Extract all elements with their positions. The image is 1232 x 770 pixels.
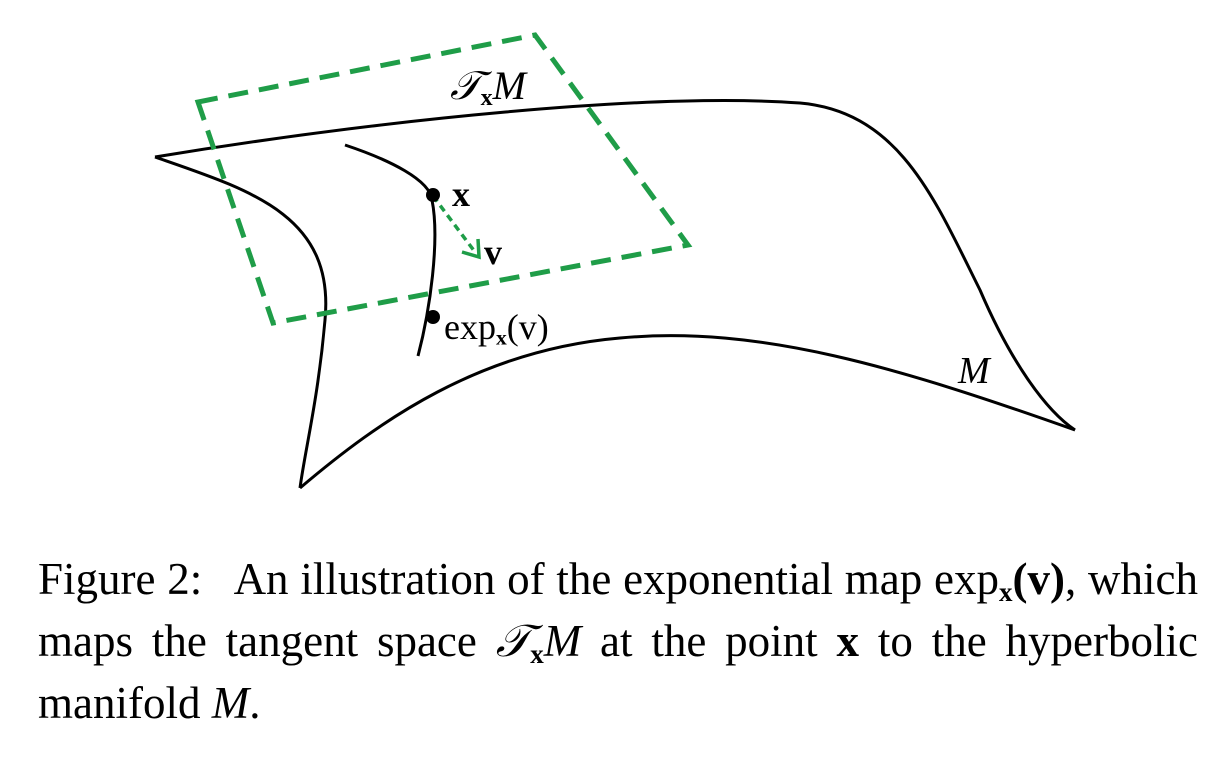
caption-text-3: at the point	[600, 616, 818, 666]
figure-caption: Figure 2: An illustration of the exponen…	[38, 548, 1198, 734]
caption-exp: expx(v)	[934, 554, 1065, 607]
caption-text-4: to the hyperbolic manifold	[38, 616, 1198, 728]
manifold-left-edge	[154, 155, 328, 489]
caption-text-1: An illustration of the exponential map	[233, 554, 923, 604]
tangent-plane	[194, 32, 693, 326]
manifold-label: M	[958, 350, 990, 392]
point-x-label: x	[452, 174, 470, 214]
caption-text-2: , which maps the tangent space	[38, 554, 1198, 666]
caption-manifold: M	[211, 678, 250, 728]
vector-v-label: v	[484, 232, 502, 272]
manifold-top-edge	[154, 99, 1076, 432]
geodesic-curve	[344, 143, 437, 357]
arrow-head-icon	[461, 238, 481, 260]
caption-end: .	[249, 678, 261, 728]
point-exp-marker	[426, 310, 440, 324]
caption-point: x	[836, 616, 860, 666]
caption-prefix: Figure 2:	[38, 554, 203, 604]
point-x-marker	[426, 188, 440, 202]
caption-tangent: 𝒯xM	[495, 614, 582, 669]
exp-arg: (v)	[506, 307, 549, 347]
tangent-space-label: 𝒯xM	[450, 63, 526, 111]
exp-map-label: expx(v)	[444, 307, 549, 350]
manifold-bottom-edge	[299, 334, 1076, 490]
exponential-map-figure: 𝒯xM x v expx(v) M	[154, 32, 1076, 490]
figure-drawing	[154, 32, 1076, 490]
